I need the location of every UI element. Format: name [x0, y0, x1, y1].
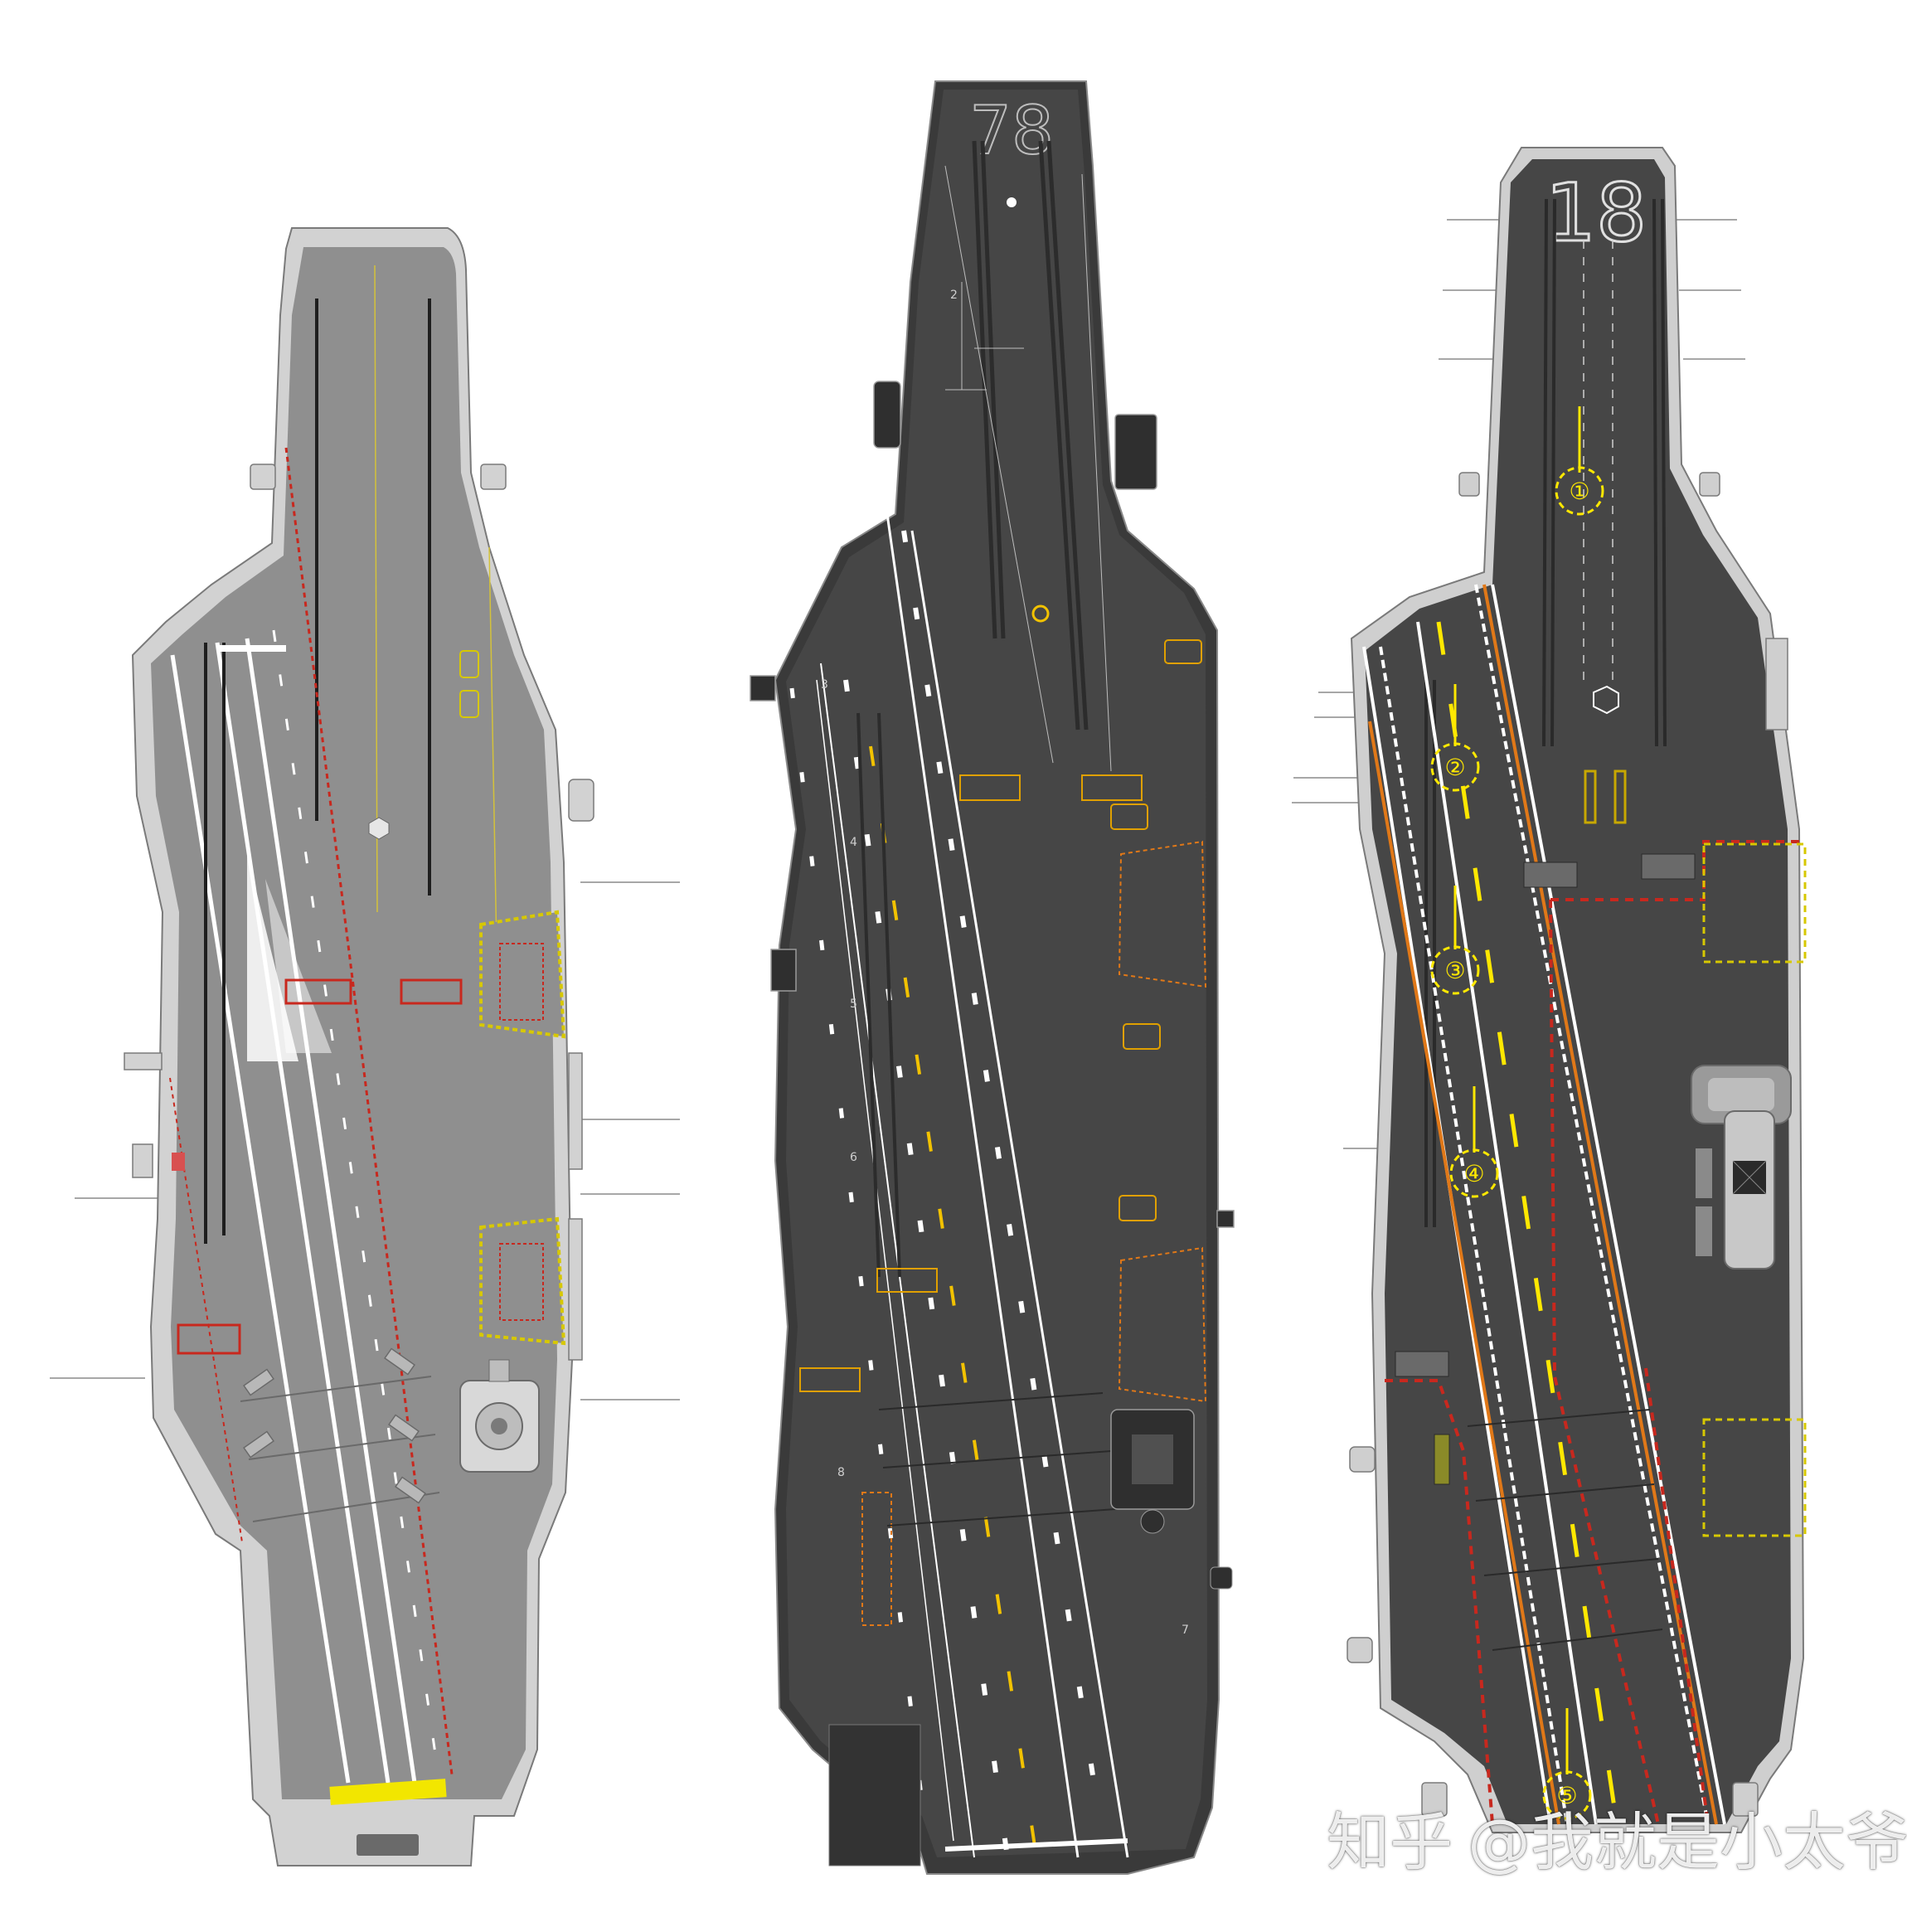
left-arresting-wires: [240, 1376, 440, 1522]
left-foul-line: [284, 447, 454, 1775]
spot-marker-1: ①: [1569, 478, 1589, 505]
middle-angled-lanes: [789, 513, 1129, 1858]
middle-spot-number: 2: [950, 289, 958, 302]
right-angled-lanes: [1362, 584, 1726, 1825]
middle-spot-number: 3: [821, 678, 828, 692]
middle-spot-number: 6: [850, 1151, 857, 1164]
carrier-right: 18: [1292, 147, 1807, 1833]
right-hull-number: 18: [1545, 167, 1647, 260]
right-elevators: [1702, 842, 1807, 1537]
watermark-handle: @我就是小太爷: [1468, 1805, 1907, 1879]
left-callout-lines: [50, 881, 680, 1400]
middle-spot-number: 5: [850, 998, 857, 1011]
spot-marker-3: ③: [1444, 957, 1465, 984]
right-spot-markers: ① ② ③ ④ ⑤: [1430, 406, 1604, 1820]
left-stern-ramp: [329, 1779, 447, 1805]
middle-spot-number: 7: [1182, 1624, 1189, 1637]
middle-deck-lines: [944, 165, 1112, 772]
middle-spot-number: 8: [837, 1466, 845, 1479]
zhihu-watermark: 知乎 @我就是小太爷: [1327, 1791, 1907, 1882]
middle-island-module: [1110, 1409, 1233, 1590]
middle-waist-tracks: [856, 712, 901, 1278]
right-island: [1691, 1065, 1792, 1269]
middle-arresting-wires: [878, 1392, 1116, 1527]
carrier-left: [50, 227, 680, 1866]
left-angled-deck-lines: [170, 638, 417, 1784]
watermark-logo-text: 知乎: [1327, 1805, 1453, 1879]
middle-flight-deck: [786, 90, 1207, 1857]
right-arresting-wires: [1467, 1409, 1663, 1651]
middle-elevators: [861, 840, 1207, 1626]
left-flight-deck: [151, 247, 557, 1799]
left-catapult-tracks: [204, 299, 431, 1244]
left-centerline-dashes: [272, 629, 441, 1784]
spot-marker-4: ④: [1463, 1160, 1484, 1187]
middle-spot-number: 4: [850, 836, 857, 849]
spot-marker-2: ②: [1444, 754, 1465, 781]
right-catapult-tracks: [1424, 198, 1667, 1227]
left-elevators: [479, 910, 566, 1346]
left-island-module: [459, 1359, 540, 1473]
right-callout-lines: [1292, 219, 1745, 1149]
middle-spot-boxes: [799, 639, 1202, 1392]
carrier-middle: 78: [750, 80, 1235, 1875]
spot-marker-5: ⑤: [1556, 1782, 1577, 1809]
right-flight-deck: [1365, 159, 1791, 1824]
